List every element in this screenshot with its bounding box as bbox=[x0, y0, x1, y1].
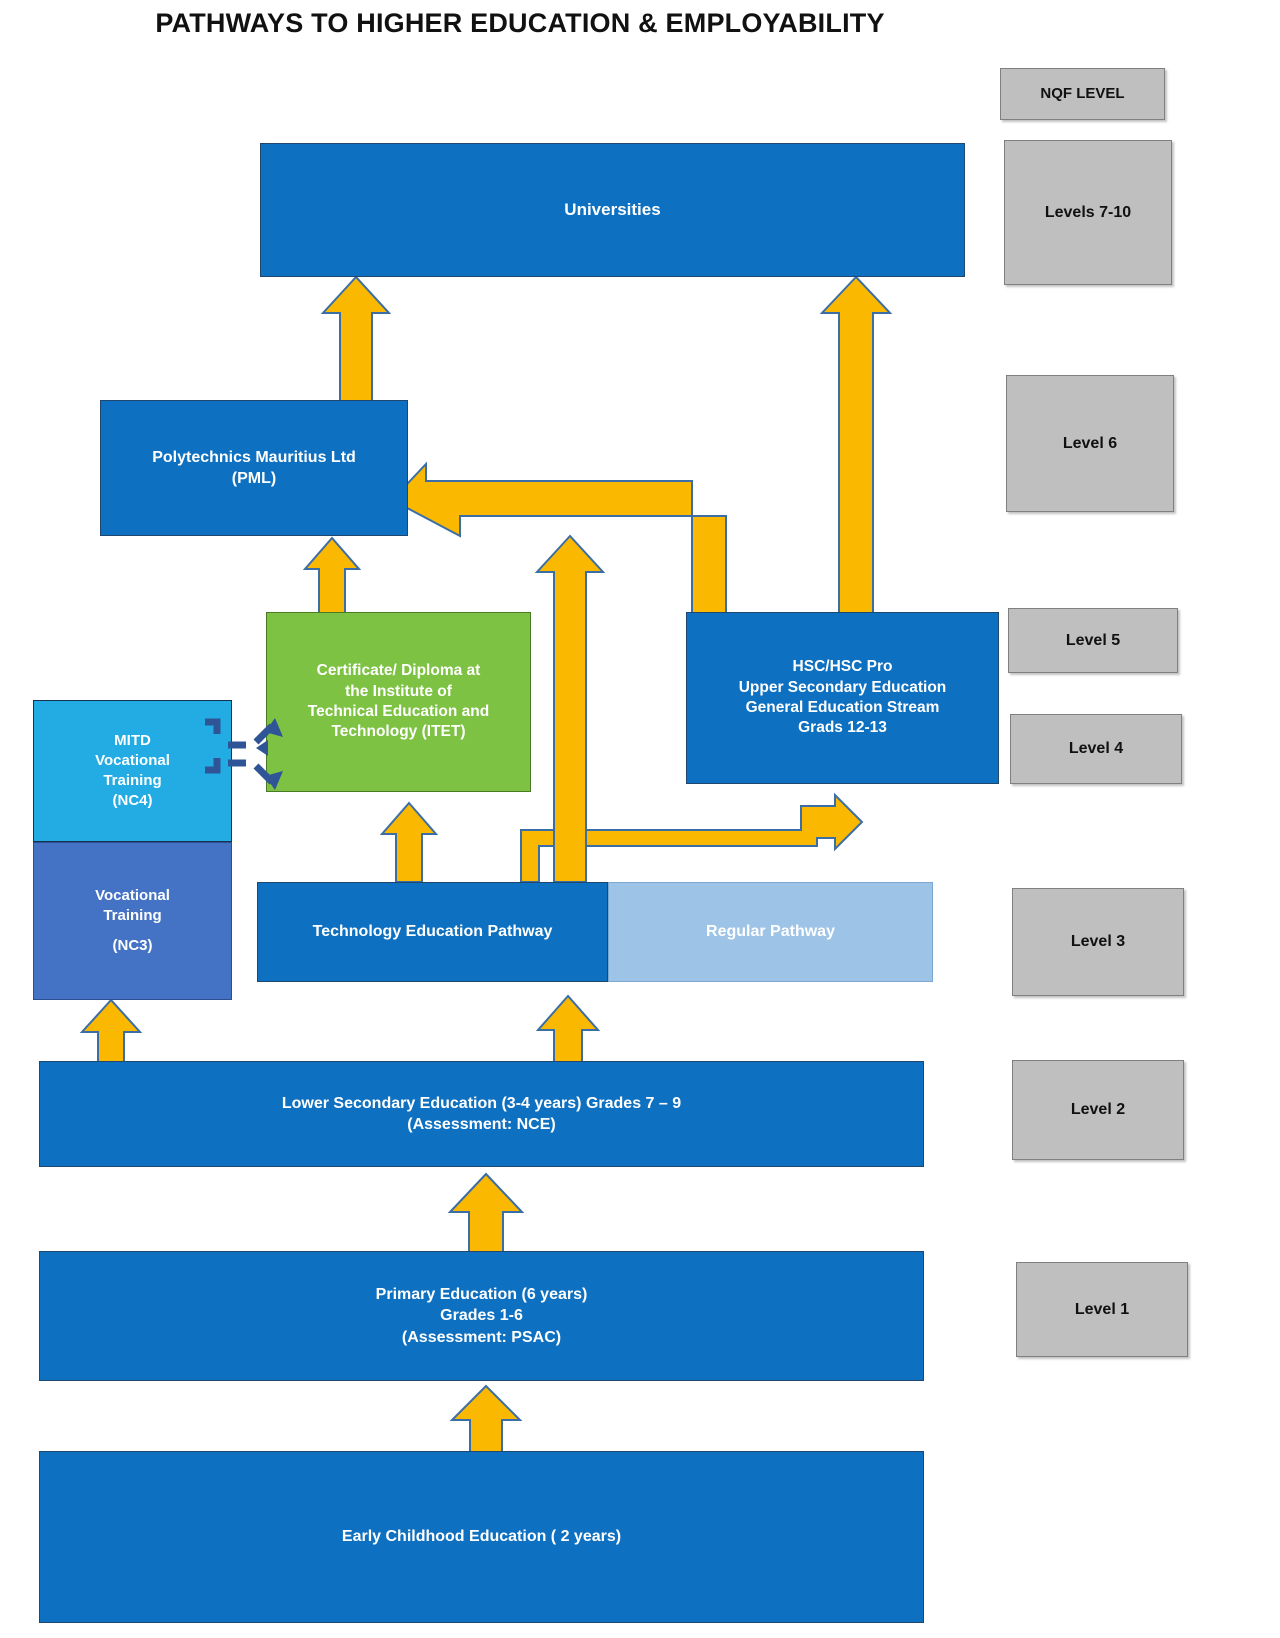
arrow-hsc-to-universities bbox=[819, 275, 893, 615]
nqf-level-2-label: Level 2 bbox=[1070, 1101, 1126, 1119]
node-nc3-line1: Vocational bbox=[95, 887, 170, 905]
node-mitd-line4: (NC4) bbox=[112, 791, 153, 809]
nqf-level-3: Level 3 bbox=[1012, 888, 1184, 996]
node-universities[interactable]: Universities bbox=[260, 143, 965, 277]
nqf-level-1-label: Level 1 bbox=[1074, 1300, 1130, 1318]
arrow-pathway-to-universities bbox=[534, 534, 606, 883]
node-early-childhood-education[interactable]: Early Childhood Education ( 2 years) bbox=[39, 1451, 924, 1623]
nqf-header-label: NQF LEVEL bbox=[1040, 85, 1125, 103]
node-mitd-line2: Vocational bbox=[95, 752, 170, 770]
node-hsc-upper-secondary[interactable]: HSC/HSC Pro Upper Secondary Education Ge… bbox=[686, 612, 999, 784]
node-itet[interactable]: Certificate/ Diploma at the Institute of… bbox=[266, 612, 531, 792]
node-itet-line4: Technology (ITET) bbox=[331, 723, 466, 741]
nqf-level-5: Level 5 bbox=[1008, 608, 1178, 673]
arrow-pml-to-universities bbox=[320, 275, 392, 403]
node-itet-line1: Certificate/ Diploma at bbox=[316, 662, 481, 680]
page-title: PATHWAYS TO HIGHER EDUCATION & EMPLOYABI… bbox=[155, 8, 885, 38]
node-universities-label: Universities bbox=[564, 199, 661, 219]
arrow-itet-to-pml bbox=[302, 536, 362, 615]
arrow-hsc-to-pml-elbow bbox=[390, 461, 727, 615]
node-primary-line1: Primary Education (6 years) bbox=[375, 1286, 588, 1304]
node-vocational-training-nc3[interactable]: Vocational Training (NC3) bbox=[33, 842, 232, 1000]
nqf-level-7-10: Levels 7-10 bbox=[1004, 140, 1172, 285]
node-regular-pathway[interactable]: Regular Pathway bbox=[608, 882, 933, 982]
arrow-lower-secondary-to-nc3 bbox=[79, 998, 143, 1064]
node-polytechnics-line1: Polytechnics Mauritius Ltd bbox=[152, 448, 356, 466]
node-mitd-line3: Training bbox=[103, 772, 162, 789]
node-nc3-line4: (NC3) bbox=[112, 936, 153, 954]
nqf-header: NQF LEVEL bbox=[1000, 68, 1165, 120]
node-hsc-line2: Upper Secondary Education bbox=[738, 678, 947, 696]
node-hsc-line1: HSC/HSC Pro bbox=[792, 658, 893, 676]
nqf-level-4: Level 4 bbox=[1010, 714, 1182, 784]
nqf-level-6: Level 6 bbox=[1006, 375, 1174, 512]
node-hsc-line4: Grads 12-13 bbox=[798, 719, 887, 737]
node-itet-line3: Technical Education and bbox=[307, 703, 490, 720]
node-lower-secondary-line2: (Assessment: NCE) bbox=[407, 1116, 556, 1133]
node-lower-secondary-line1: Lower Secondary Education (3-4 years) Gr… bbox=[281, 1094, 682, 1112]
node-regular-pathway-label: Regular Pathway bbox=[706, 923, 835, 941]
nqf-level-5-label: Level 5 bbox=[1065, 631, 1121, 649]
nqf-level-1: Level 1 bbox=[1016, 1262, 1188, 1357]
node-lower-secondary-education[interactable]: Lower Secondary Education (3-4 years) Gr… bbox=[39, 1061, 924, 1167]
arrow-early-childhood-to-primary bbox=[449, 1384, 523, 1453]
node-early-childhood-label: Early Childhood Education ( 2 years) bbox=[341, 1528, 622, 1546]
arrow-pathway-to-hsc-elbow bbox=[520, 792, 864, 883]
node-primary-line2: Grades 1-6 bbox=[440, 1307, 523, 1325]
node-nc3-line2: Training bbox=[103, 907, 162, 925]
nqf-level-2: Level 2 bbox=[1012, 1060, 1184, 1160]
node-mitd-vocational-training[interactable]: MITD Vocational Training (NC4) bbox=[33, 700, 232, 842]
arrow-primary-to-lower-secondary bbox=[447, 1172, 525, 1254]
node-technology-education-pathway[interactable]: Technology Education Pathway bbox=[257, 882, 608, 982]
node-technology-pathway-label: Technology Education Pathway bbox=[312, 923, 553, 941]
node-primary-line3: (Assessment: PSAC) bbox=[401, 1328, 562, 1346]
node-primary-education[interactable]: Primary Education (6 years) Grades 1-6 (… bbox=[39, 1251, 924, 1381]
arrow-lower-secondary-to-technology-pathway bbox=[535, 994, 601, 1064]
nqf-level-6-label: Level 6 bbox=[1062, 434, 1118, 452]
node-itet-line2: the Institute of bbox=[345, 682, 452, 700]
node-hsc-line3: General Education Stream bbox=[745, 699, 940, 716]
node-polytechnics-mauritius[interactable]: Polytechnics Mauritius Ltd (PML) bbox=[100, 400, 408, 536]
nqf-level-3-label: Level 3 bbox=[1070, 933, 1126, 951]
nqf-level-7-10-label: Levels 7-10 bbox=[1044, 203, 1132, 221]
node-polytechnics-line2: (PML) bbox=[231, 470, 277, 487]
nqf-level-4-label: Level 4 bbox=[1068, 740, 1124, 758]
arrow-technology-pathway-to-itet bbox=[379, 801, 439, 883]
node-mitd-line1: MITD bbox=[114, 732, 151, 750]
